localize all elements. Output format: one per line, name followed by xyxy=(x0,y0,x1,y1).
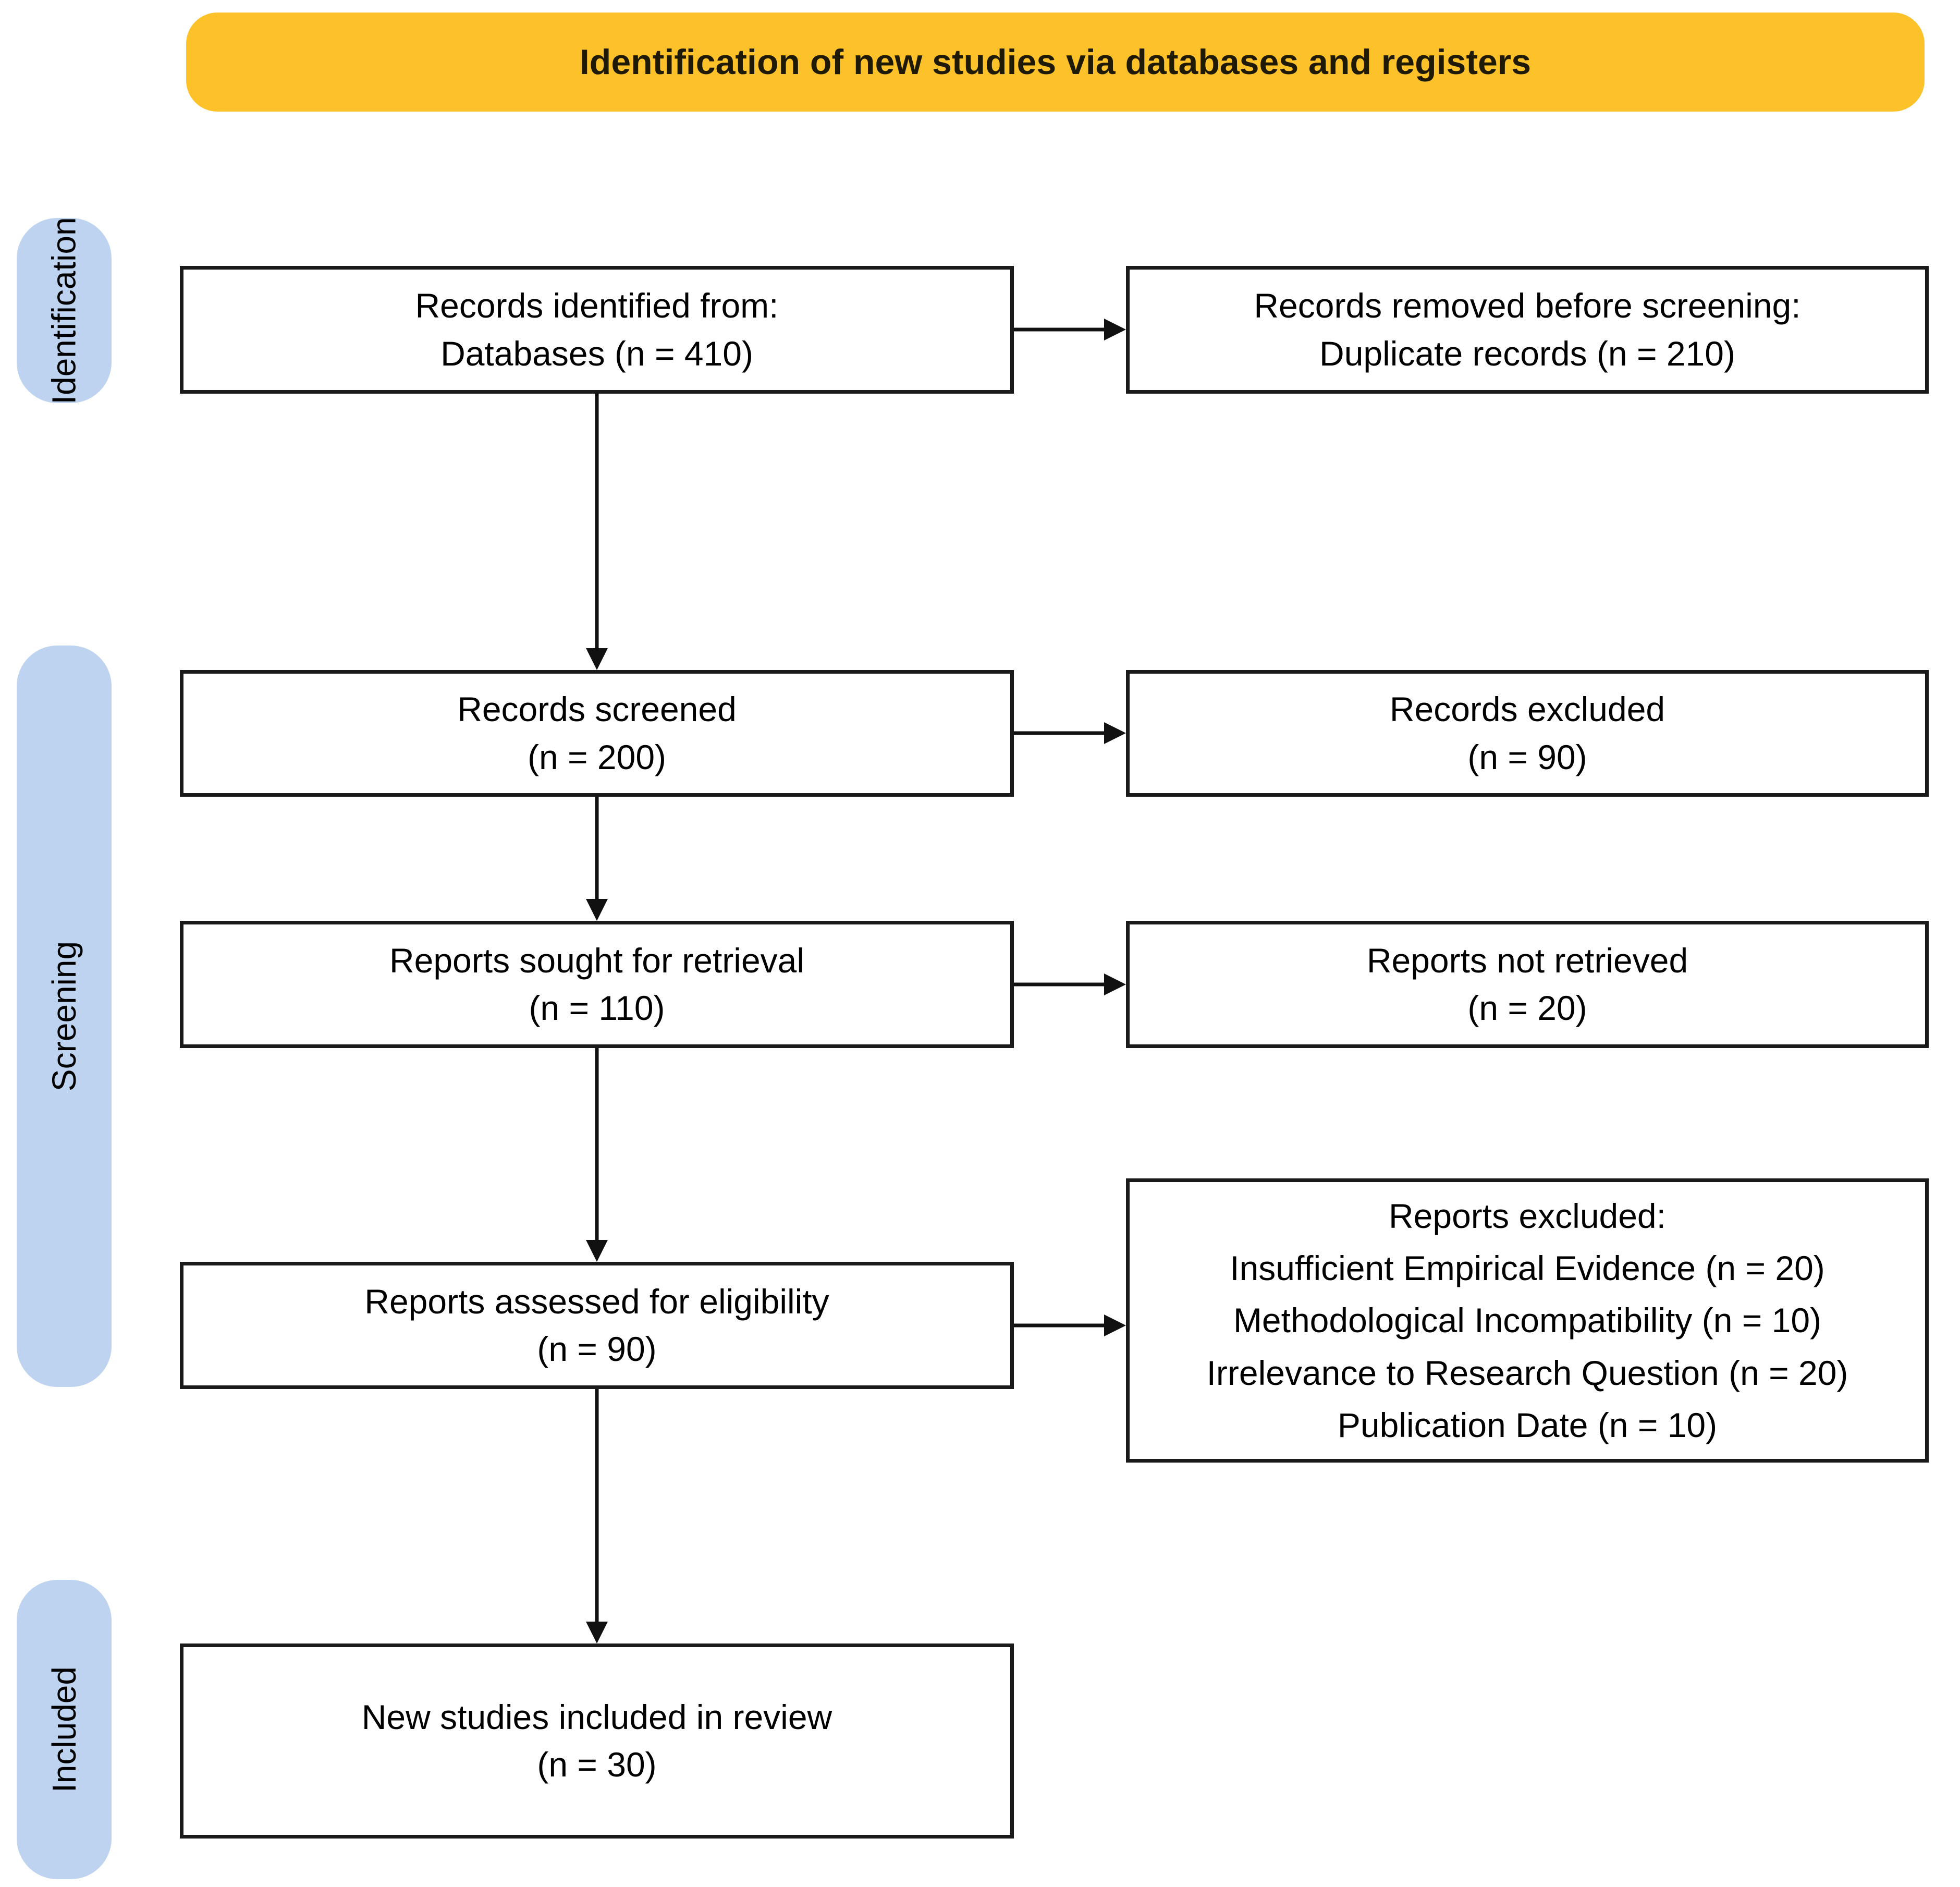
stage-pill-identification: Identification xyxy=(17,216,112,405)
records-excluded-line2: (n = 90) xyxy=(1467,737,1587,776)
reports-excluded-box: Reports excluded: Insufficient Empirical… xyxy=(1126,1178,1929,1463)
reports-excluded-reason: Publication Date (n = 10) xyxy=(1337,1405,1718,1444)
records-screened-line2: (n = 200) xyxy=(528,737,666,776)
reports-excluded-title: Reports excluded: xyxy=(1389,1196,1666,1235)
arrow-sought-to-assessed xyxy=(586,1048,608,1262)
reports-excluded-reason: Insufficient Empirical Evidence (n = 20) xyxy=(1230,1249,1825,1288)
reports-not-retrieved-box: Reports not retrieved (n = 20) xyxy=(1126,921,1929,1048)
arrow-shaft xyxy=(1014,982,1105,987)
reports-not-retrieved-line2: (n = 20) xyxy=(1467,989,1587,1027)
records-excluded-box: Records excluded (n = 90) xyxy=(1126,670,1929,797)
stage-pill-included: Included xyxy=(17,1580,112,1879)
arrow-shaft xyxy=(1014,731,1105,735)
reports-assessed-line2: (n = 90) xyxy=(537,1330,657,1368)
records-identified-line1: Records identified from: xyxy=(415,286,779,325)
arrow-sought-to-not-retrieved xyxy=(1014,973,1126,995)
arrow-screened-to-sought xyxy=(586,797,608,921)
reports-sought-line2: (n = 110) xyxy=(529,989,665,1027)
records-screened-line1: Records screened xyxy=(457,690,737,729)
stage-label-identification: Identification xyxy=(45,216,83,405)
new-studies-included-line2: (n = 30) xyxy=(537,1745,657,1784)
reports-not-retrieved-line1: Reports not retrieved xyxy=(1366,941,1688,980)
arrow-shaft xyxy=(595,1389,599,1623)
stage-label-included: Included xyxy=(45,1666,83,1793)
arrow-head-right-icon xyxy=(1104,319,1126,340)
records-removed-line1: Records removed before screening: xyxy=(1254,286,1801,325)
arrow-head-down-icon xyxy=(586,899,608,921)
reports-excluded-reason: Methodological Incompatibility (n = 10) xyxy=(1233,1301,1822,1340)
arrow-head-right-icon xyxy=(1104,1314,1126,1336)
arrow-head-right-icon xyxy=(1104,973,1126,995)
reports-excluded-reason: Irrelevance to Research Question (n = 20… xyxy=(1206,1353,1848,1392)
reports-assessed-line1: Reports assessed for eligibility xyxy=(364,1282,829,1321)
arrow-head-right-icon xyxy=(1104,722,1126,744)
arrow-assessed-to-reports-excluded xyxy=(1014,1314,1126,1336)
new-studies-included-box: New studies included in review (n = 30) xyxy=(180,1643,1014,1839)
arrow-shaft xyxy=(1014,327,1105,332)
reports-sought-line1: Reports sought for retrieval xyxy=(389,941,805,980)
title-banner-label: Identification of new studies via databa… xyxy=(579,42,1532,82)
arrow-identified-to-removed xyxy=(1014,319,1126,340)
arrow-head-down-icon xyxy=(586,1240,608,1262)
reports-assessed-box: Reports assessed for eligibility (n = 90… xyxy=(180,1262,1014,1389)
records-screened-box: Records screened (n = 200) xyxy=(180,670,1014,797)
arrow-shaft xyxy=(595,797,599,900)
arrow-head-down-icon xyxy=(586,1622,608,1643)
records-identified-box: Records identified from: Databases (n = … xyxy=(180,266,1014,394)
records-identified-line2: Databases (n = 410) xyxy=(440,334,753,373)
arrow-shaft xyxy=(595,394,599,649)
records-excluded-line1: Records excluded xyxy=(1389,690,1665,729)
arrow-shaft xyxy=(595,1048,599,1241)
stage-label-screening: Screening xyxy=(45,941,83,1092)
records-removed-line2: Duplicate records (n = 210) xyxy=(1319,334,1735,373)
arrow-head-down-icon xyxy=(586,648,608,670)
records-removed-box: Records removed before screening: Duplic… xyxy=(1126,266,1929,394)
new-studies-included-line1: New studies included in review xyxy=(361,1697,832,1736)
arrow-screened-to-excluded xyxy=(1014,722,1126,744)
arrow-shaft xyxy=(1014,1323,1105,1328)
stage-pill-screening: Screening xyxy=(17,646,112,1387)
reports-sought-box: Reports sought for retrieval (n = 110) xyxy=(180,921,1014,1048)
arrow-assessed-to-included xyxy=(586,1389,608,1643)
title-banner: Identification of new studies via databa… xyxy=(186,13,1925,112)
arrow-identified-to-screened xyxy=(586,394,608,670)
